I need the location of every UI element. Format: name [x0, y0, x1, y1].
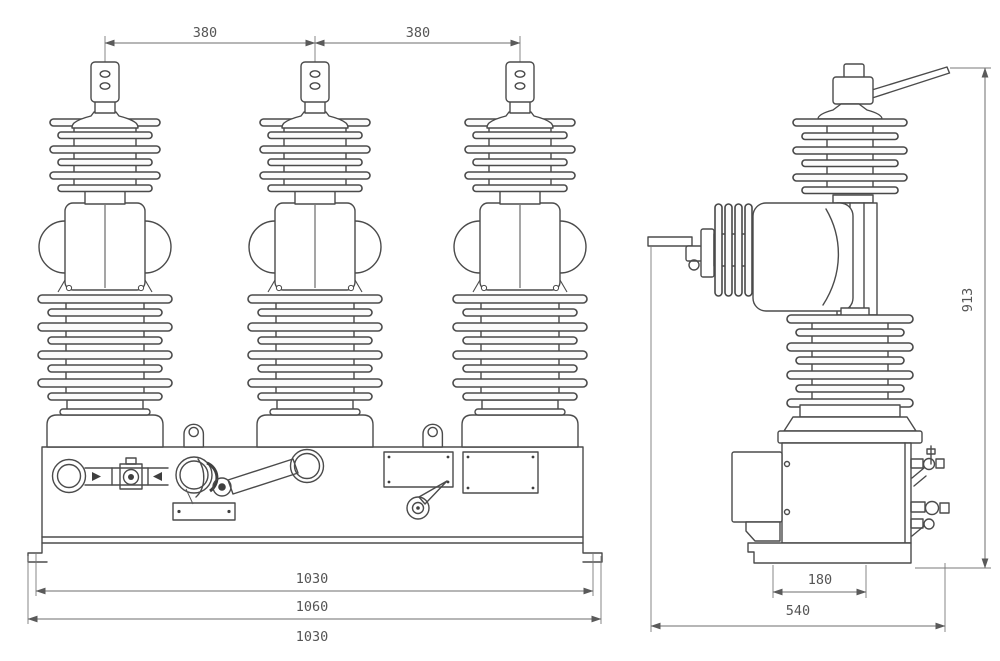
front-top-dimensions: 380 380	[104, 25, 521, 64]
side-bushing-vertical	[792, 63, 908, 204]
side-terminal-pad	[647, 236, 693, 247]
side-view: 180 540 913	[647, 63, 991, 632]
front-bottom-dimensions: 1030 1060 1030	[27, 553, 602, 645]
dim-depth-540: 540	[786, 603, 810, 619]
grounding-knob	[406, 480, 448, 520]
front-tank	[27, 446, 603, 563]
dim-base-width: 1030	[296, 629, 329, 645]
dim-phase-spacing-left: 380	[193, 25, 217, 41]
side-tank	[731, 442, 950, 564]
dim-height-913: 913	[960, 288, 976, 312]
pointer-arrow	[418, 480, 448, 505]
mechanism-plate	[172, 502, 236, 521]
dim-mounting-width: 1030	[296, 571, 329, 587]
left-foot-bracket	[27, 542, 48, 563]
bushing-phase-b	[247, 61, 383, 448]
secondary-terminals	[910, 445, 950, 537]
lifting-lugs	[183, 423, 444, 448]
connecting-link	[227, 458, 299, 495]
linkage-ring-right	[289, 448, 325, 484]
nameplate-left	[383, 451, 454, 488]
front-view: 380 380	[27, 25, 603, 645]
dim-overall-width: 1060	[296, 599, 329, 615]
nameplates	[383, 451, 539, 494]
linkage-ring-left	[51, 458, 87, 494]
side-lower-stack	[777, 314, 923, 444]
base-plate	[747, 542, 912, 564]
dim-base-180: 180	[808, 572, 832, 588]
bushing-phase-a	[37, 61, 173, 448]
side-bushing-horizontal	[647, 203, 755, 297]
side-housing	[752, 202, 870, 321]
dim-phase-spacing-right: 380	[406, 25, 430, 41]
nameplate-right	[462, 451, 539, 494]
operating-mechanism-linkage	[51, 448, 325, 521]
bushing-phase-c	[452, 61, 588, 448]
drive-shaft-hub	[175, 456, 213, 494]
mechanism-box	[731, 451, 783, 523]
jumper-rod	[861, 66, 951, 101]
side-dimensions: 180 540 913	[650, 67, 991, 632]
right-foot-bracket	[582, 542, 603, 563]
